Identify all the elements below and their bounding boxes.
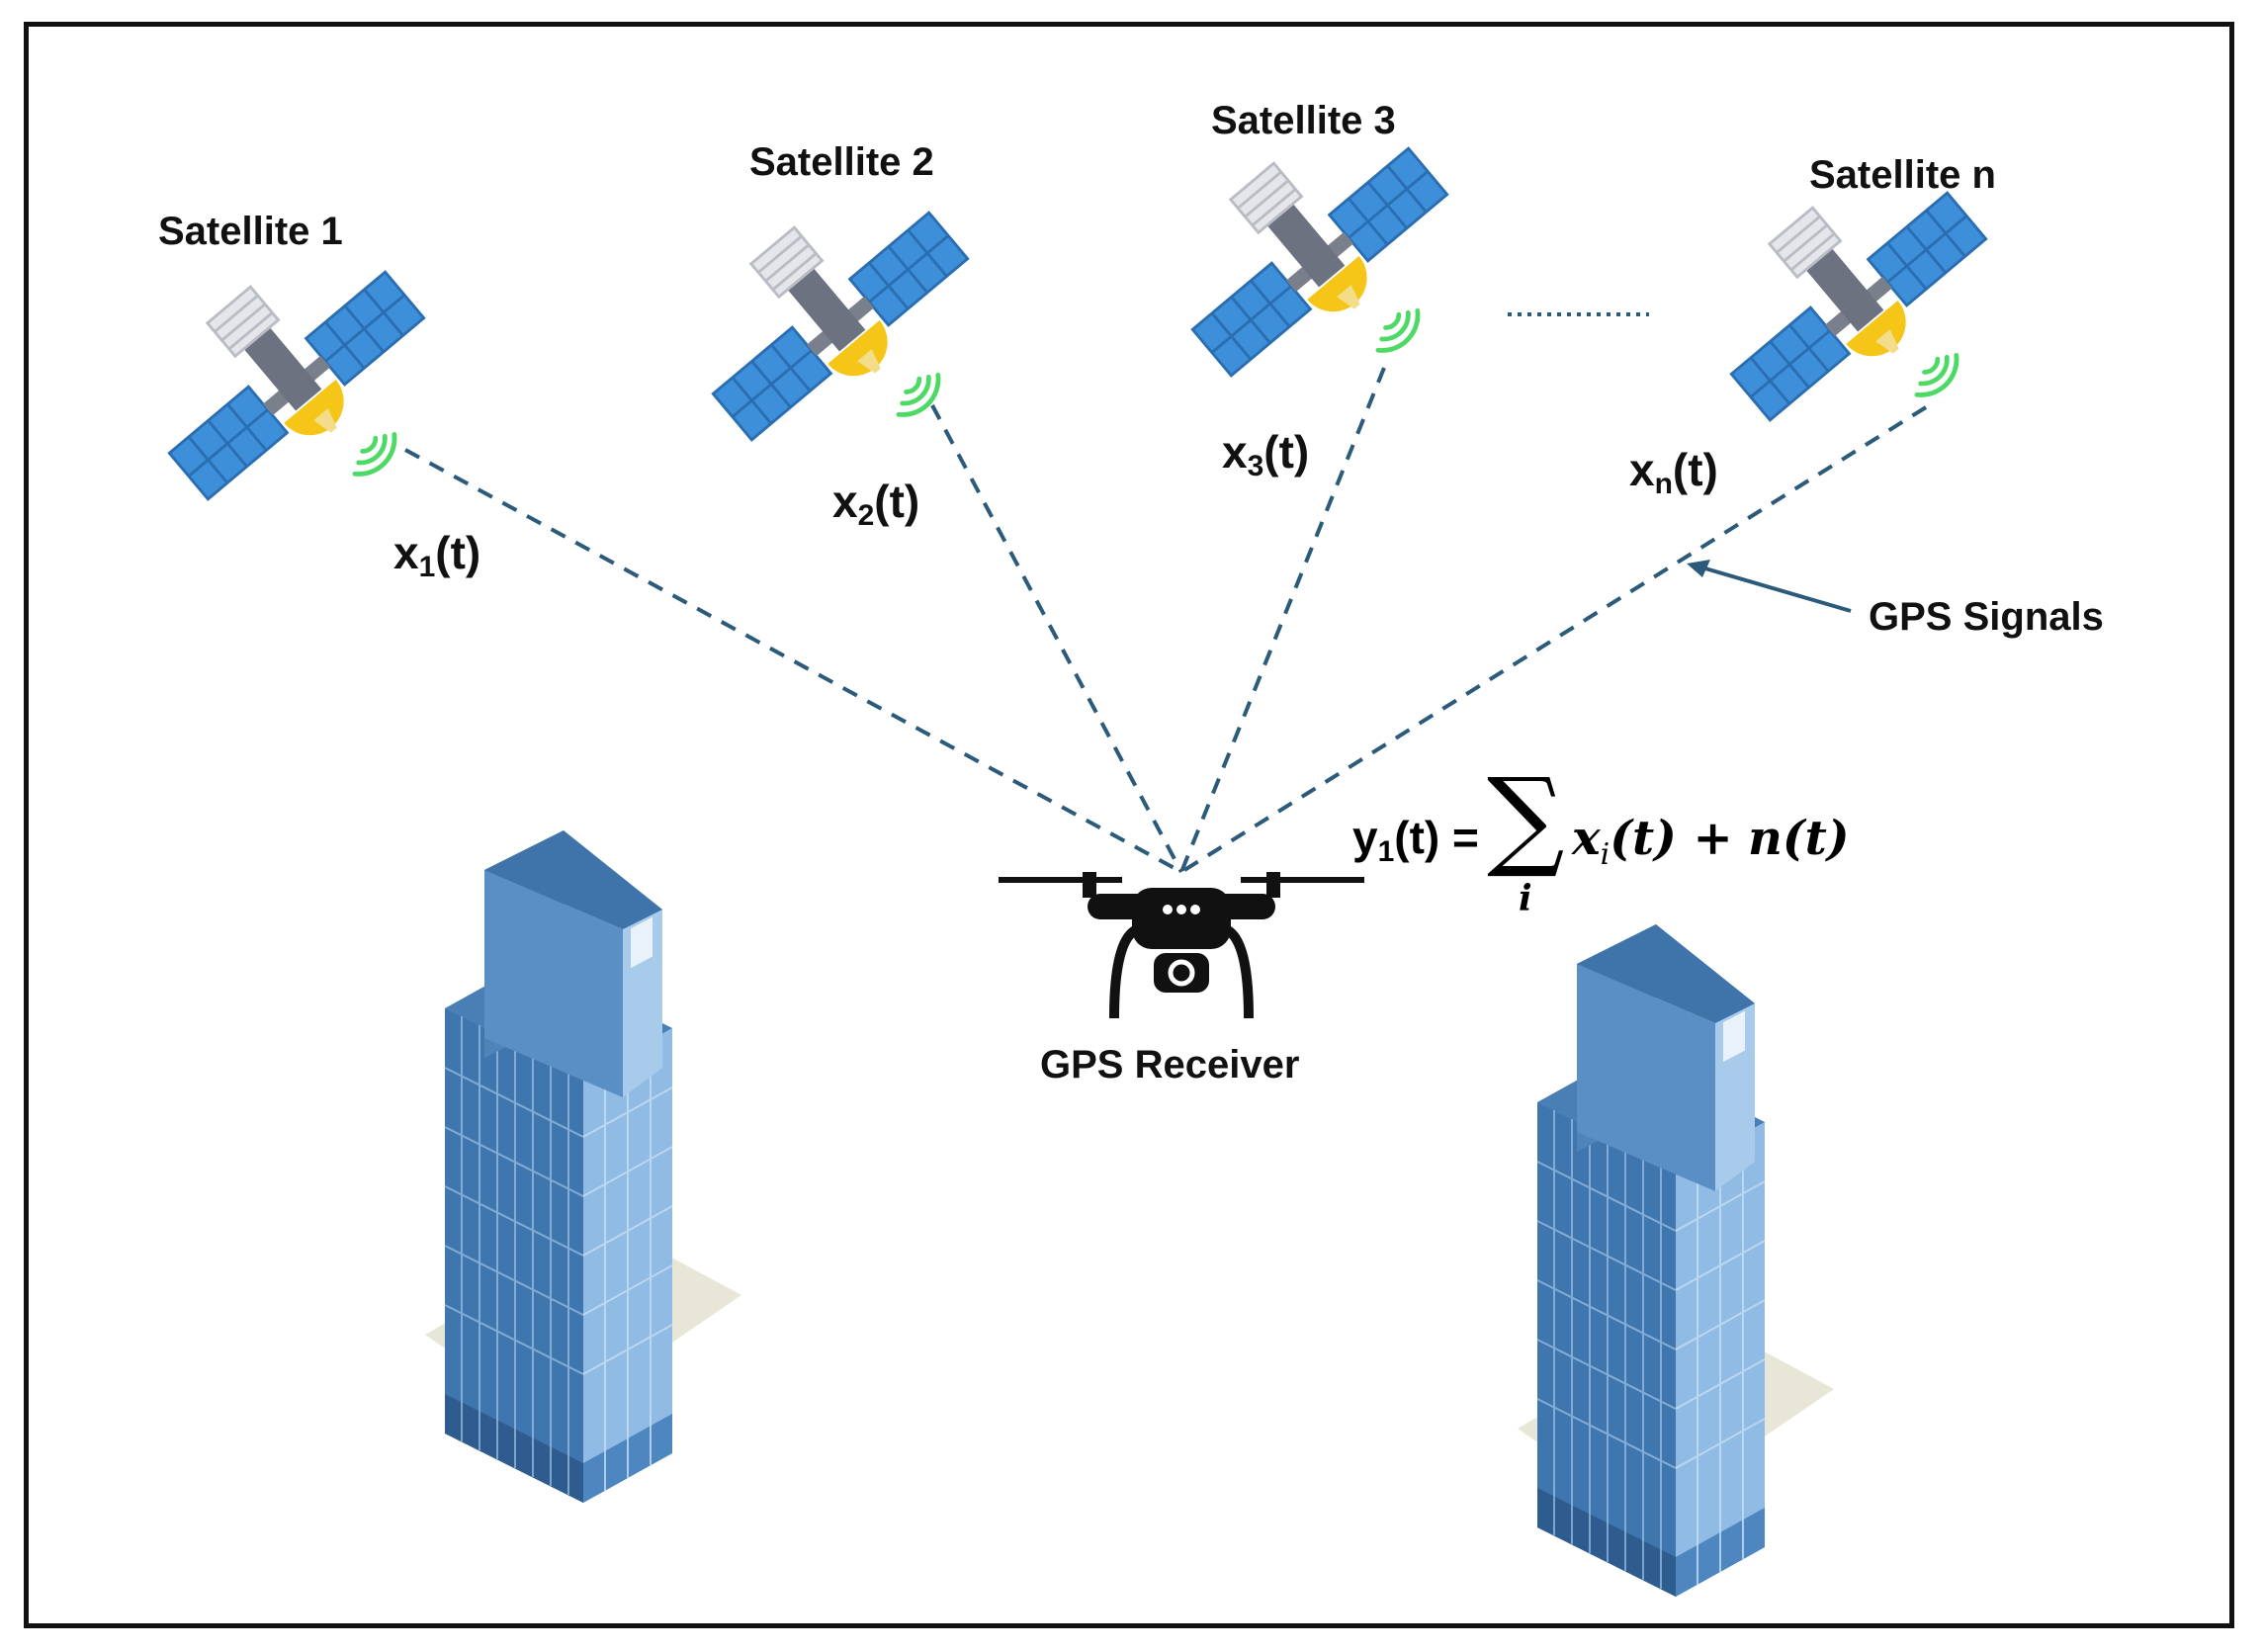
satellite-n-label: Satellite n	[1809, 153, 1996, 197]
summation-symbol: ∑	[1487, 754, 1565, 881]
diagram-frame	[24, 22, 2234, 1628]
satellite-1-icon	[121, 215, 442, 521]
drone-icon	[999, 872, 1364, 1019]
signal-line-2	[930, 404, 1183, 873]
signal-line-3	[1179, 367, 1386, 873]
gps-receiver-label: GPS Receiver	[1040, 1043, 1300, 1087]
equation-lhs: y1(t) =	[1352, 812, 1479, 868]
signal-label-2: x2(t)	[832, 476, 920, 532]
building-left-icon	[424, 829, 742, 1504]
gps-signals-label: GPS Signals	[1869, 595, 2104, 639]
signal-label-1: x1(t)	[393, 527, 481, 583]
building-right-icon	[1517, 923, 1835, 1598]
equation-rhs: xi(t) + n(t)	[1572, 811, 1850, 872]
signal-label-3: x3(t)	[1222, 426, 1310, 482]
signal-line-1	[404, 448, 1182, 874]
gps-signals-arrow	[1687, 560, 1852, 613]
summation-index: i	[1519, 878, 1532, 919]
satellite-1-label: Satellite 1	[158, 210, 343, 253]
satellite-3-label: Satellite 3	[1211, 99, 1396, 142]
satellite-2-label: Satellite 2	[749, 140, 934, 184]
signal-label-n: xn(t)	[1629, 444, 1718, 500]
signal-line-4	[1179, 405, 1928, 874]
